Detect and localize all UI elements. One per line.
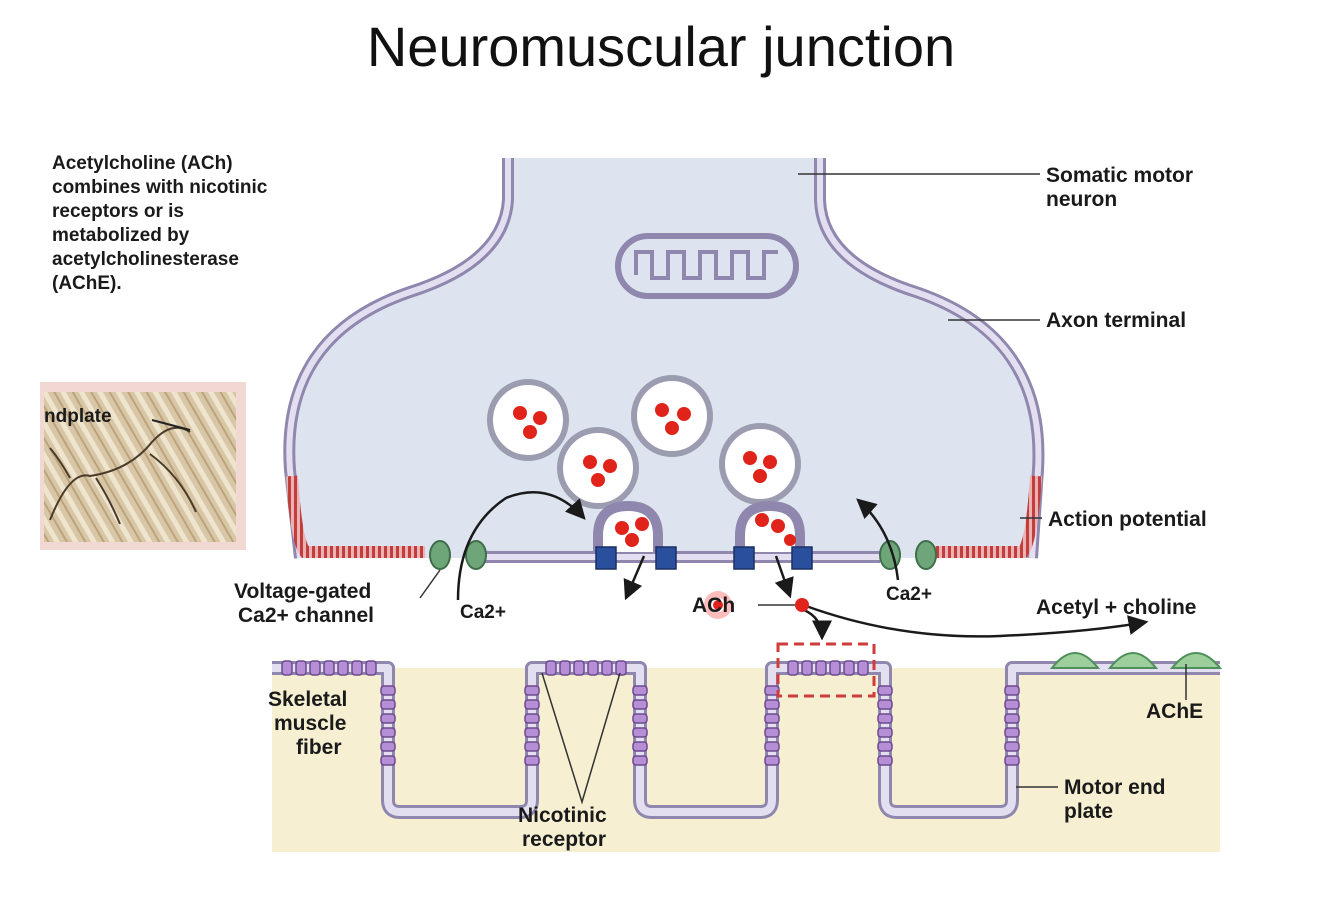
- axon-terminal-label: Axon terminal: [1046, 309, 1186, 332]
- highlight-box: [776, 642, 876, 698]
- ach-label: ACh: [692, 594, 735, 617]
- ache-enzymes: [1049, 652, 1223, 669]
- axon-terminal-body: [289, 158, 1039, 558]
- ca-left-label: Ca2+: [460, 602, 506, 623]
- voltage-gated-label-1: Voltage-gated: [234, 580, 371, 603]
- presynaptic-channels: [595, 546, 813, 570]
- motor-end-plate-label-1: Motor end: [1064, 776, 1165, 799]
- voltage-gated-label-2: Ca2+ channel: [238, 604, 374, 627]
- skeletal-muscle-label-2: muscle: [274, 712, 346, 735]
- leader-lines: [419, 173, 1187, 805]
- skeletal-muscle-label-1: Skeletal: [268, 688, 347, 711]
- fusing-vesicles: [593, 500, 805, 552]
- muscle-fiber-region: [272, 668, 1220, 852]
- slide-title: Neuromuscular junction: [366, 15, 956, 78]
- ca-right-label: Ca2+: [886, 584, 932, 605]
- action-potential-right: [935, 475, 1042, 558]
- action-potential-label: Action potential: [1048, 508, 1207, 531]
- cursor-dot: [711, 598, 725, 612]
- ache-label: AChE: [1146, 700, 1203, 723]
- axon-terminal-membrane-inner: [286, 158, 1042, 559]
- somatic-motor-neuron-label-2: neuron: [1046, 188, 1117, 211]
- acetyl-choline-label: Acetyl + choline: [1036, 596, 1196, 619]
- nicotinic-receptor-label-1: Nicotinic: [518, 804, 607, 827]
- endplate-photo: ndplate: [40, 382, 246, 550]
- somatic-motor-neuron-label-1: Somatic motor: [1046, 164, 1193, 187]
- ach-molecule: [795, 598, 809, 612]
- motor-end-plate-membrane-inner: [272, 664, 1220, 816]
- endplate-label: ndplate: [44, 406, 112, 427]
- skeletal-muscle-label-3: fiber: [296, 736, 342, 759]
- intro-text: Acetylcholine (ACh) combines with nicoti…: [52, 153, 268, 294]
- arrows: [456, 490, 1149, 641]
- nicotinic-receptor-label-2: receptor: [522, 828, 606, 851]
- nicotinic-receptors: [281, 660, 1020, 766]
- action-potential-left: [286, 475, 425, 558]
- motor-end-plate-label-2: plate: [1064, 800, 1113, 823]
- mitochondrion: [615, 233, 799, 299]
